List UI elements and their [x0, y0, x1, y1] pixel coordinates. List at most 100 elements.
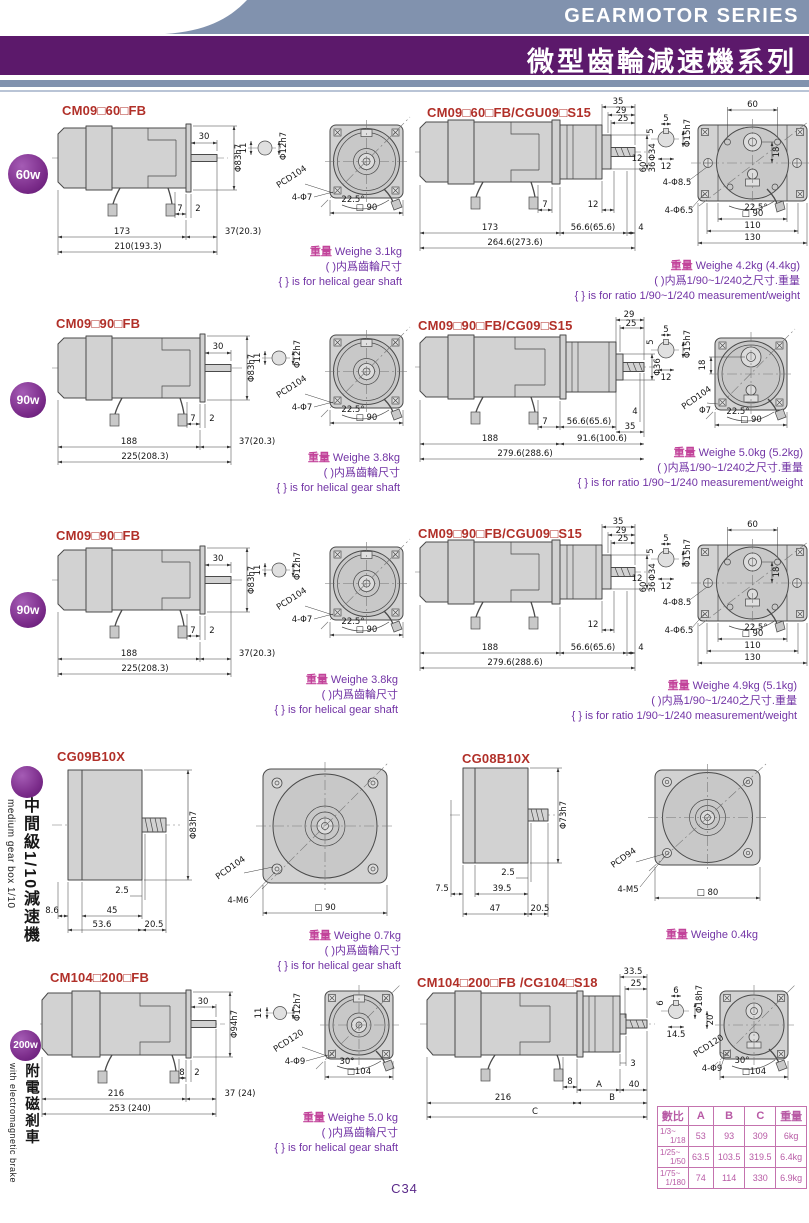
dim-label: 12 [661, 373, 672, 383]
dim-label: B [609, 1093, 615, 1103]
dim-label: 2.5 [115, 886, 129, 896]
dimensions: 29 25 Φ36 7 56.6(65.6) 4 35 188 91.6(100… [419, 310, 663, 462]
note-line: { } is for helical gear shaft [274, 1142, 398, 1154]
note-line: { } is for ratio 1/90~1/240 measurement/… [577, 477, 803, 489]
motor-side-view [415, 334, 655, 425]
series-title-en: GEARMOTOR SERIES [564, 5, 799, 27]
dimensions: 30 Φ83h7 7 2 188 37(20.3) 225(208.3) [57, 547, 275, 677]
dim-label: Φ36 [653, 358, 663, 376]
square-label: □ 90 [740, 415, 762, 425]
shaft-section-view: 11 Φ12h7 [253, 340, 303, 368]
dim-label: 4 [638, 643, 643, 653]
shaft-section-view: 5 5 Φ15h7 12 [646, 325, 693, 383]
col-a: A [687, 1106, 715, 1126]
dim-label: 188 [482, 434, 498, 444]
holes-label: 4-Φ8.5 [663, 598, 692, 608]
dim-label: 225(208.3) [121, 664, 168, 674]
angle-label: 22.5° [726, 407, 749, 417]
dim-label: 33.5 [624, 967, 643, 977]
value-cell: 53 [687, 1125, 715, 1147]
note-line: ( )内爲1/90~1/240之尺寸.重量 [654, 275, 800, 287]
drawing-title: CM09□90□FB/CGU09□S15 [418, 526, 583, 541]
dim-label: 25 [626, 319, 637, 329]
value-cell: 103.5 [713, 1146, 746, 1168]
purple-band [0, 36, 809, 75]
value-cell: 319.5 [744, 1146, 777, 1168]
drawing-cm09-90-cg09: 29 25 Φ36 7 56.6(65.6) 4 35 188 91.6(100… [415, 310, 796, 462]
dim-label: 39.5 [493, 884, 512, 894]
pcd-label: PCD104 [214, 855, 247, 883]
dim-label: 2 [195, 204, 200, 214]
drawing-title: CM09□90□FB [56, 528, 141, 543]
drawing-cm09-90-fb-2: 30 Φ83h7 7 2 188 37(20.3) 225(208.3) 11 … [52, 538, 411, 677]
dim-label: 25 [631, 979, 642, 989]
dim-label: 12 [632, 574, 643, 584]
dim-label: 5 [646, 548, 656, 553]
holes-label: 4-Φ6.5 [665, 206, 694, 216]
wattage-badge-200w: 200w [10, 1030, 41, 1061]
dim-label: 2.5 [501, 868, 515, 878]
note-line: ( )内爲齒輪尺寸 [321, 1127, 398, 1139]
holes-label: 4-Φ7 [292, 403, 313, 413]
dim-label: 2 [194, 1068, 199, 1078]
dim-label: Φ94h7 [230, 1010, 240, 1038]
drawing-cm09-60-cgu09: 35 29 25 Φ34 7 12 173 56.6(65.6) 4 [415, 97, 809, 251]
dim-label: 264.6(273.6) [487, 238, 542, 248]
dim-label: 253 (240) [109, 1104, 151, 1114]
dim-label: 12 [661, 162, 672, 172]
mid-gearbox-label-en: medium gear box 1/10 [5, 799, 16, 909]
dim-label: 11 [254, 1008, 264, 1019]
gearbox-front-view: 60 18 4-Φ8.5 4-Φ6.5 22.5° □ 90 110 130 [663, 520, 809, 666]
holes-label: 4-Φ8.5 [663, 178, 692, 188]
shaft-section-view: 5 5 Φ15h7 12 [646, 114, 693, 172]
dimensions: 35 29 25 Φ34 7 12 173 56.6(65.6) 4 [419, 97, 658, 251]
dim-label: 56.6(65.6) [571, 643, 615, 653]
dim-label: 30 [213, 342, 224, 352]
holes-label: 4-M6 [227, 896, 248, 906]
dim-label: 53.6 [93, 920, 112, 930]
dim-label: 56.6(65.6) [567, 417, 611, 427]
holes-label: 4-Φ7 [292, 193, 313, 203]
dim-label: 7 [542, 417, 547, 427]
note-line: { } is for helical gear shaft [274, 704, 398, 716]
dim-label: 2 [209, 626, 214, 636]
holes-label: 4-Φ9 [702, 1064, 723, 1074]
drawing-cm104-cg104: 33.5 25 3 8 A 40 216 B C [420, 967, 797, 1120]
dim-label: 30 [198, 997, 209, 1007]
dim-label: 173 [482, 223, 498, 233]
holes-label: 4-Φ6.5 [665, 626, 694, 636]
dim-label: 188 [482, 643, 498, 653]
dim-label: 35 [625, 422, 636, 432]
note-line: ( )内爲齒輪尺寸 [324, 945, 401, 957]
dim-label: 47 [490, 904, 501, 914]
angle-label: 22.5° [341, 195, 364, 205]
dim-label: 37(20.3) [225, 227, 261, 237]
dim-label: 18 [772, 147, 782, 158]
dimensions: Φ73h7 2.5 39.5 7.5 47 20.5 [435, 767, 569, 917]
dim-label: Φ83h7 [247, 354, 257, 382]
dim-label: Φ15h7 [683, 330, 693, 358]
pcd-label: PCD104 [275, 164, 309, 191]
dim-label: 60 [639, 582, 649, 593]
gearbox-front-view: PCD104 4-M6 □ 90 [214, 762, 394, 916]
holes-label: 4-M5 [617, 885, 638, 895]
dim-label: 35 [613, 97, 624, 107]
brake-label-en: with electromagnetic brake [8, 1063, 18, 1184]
gearbox-front-view: 60 18 4-Φ8.5 4-Φ6.5 22.5° □ 90 110 130 [663, 100, 809, 246]
dim-label: 40 [629, 1080, 640, 1090]
dim-label: 20 [706, 1015, 716, 1026]
dim-label: 20.5 [531, 904, 550, 914]
square-label: □ 90 [742, 629, 764, 639]
ratio-cell: 1/25~1/50 [657, 1146, 689, 1168]
dim-label: 5 [663, 534, 668, 544]
square-label: □ 90 [356, 203, 378, 213]
dim-label: 35 [613, 517, 624, 527]
dim-label: 6 [673, 986, 678, 996]
shaft-section-view: 5 5 Φ15h7 12 [646, 534, 693, 592]
motor-front-view: PCD104 4-Φ7 22.5° □ 90 [275, 116, 411, 216]
square-label: □ 90 [356, 413, 378, 423]
